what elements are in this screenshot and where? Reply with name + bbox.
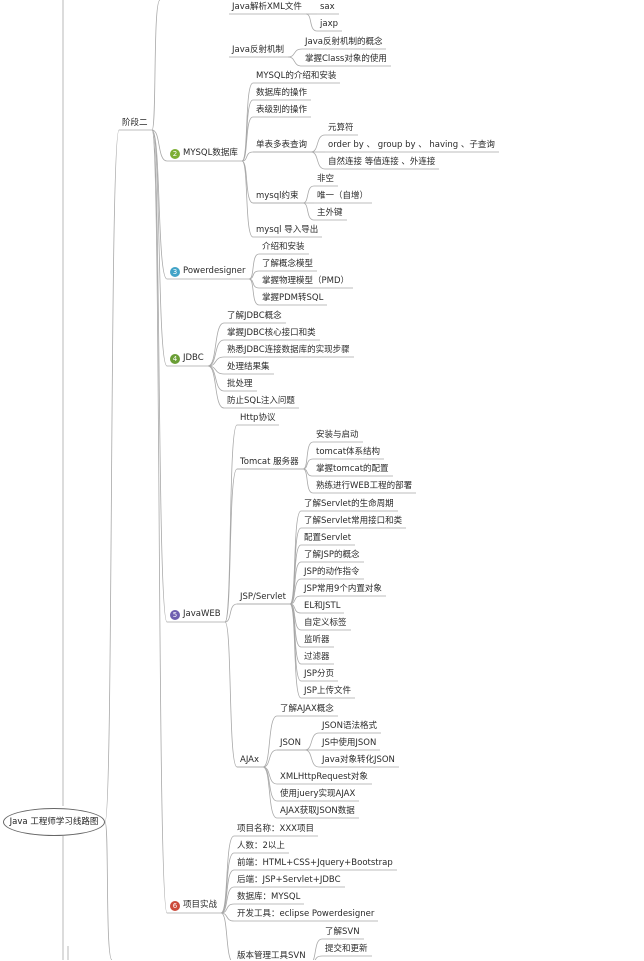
node-ajax-jquery: 使用juery实现AJAX xyxy=(280,789,356,799)
node-constraint-fk: 主外键 xyxy=(317,208,343,218)
root-node: Java 工程师学习线路图 xyxy=(3,808,105,836)
node-svn-0: 了解SVN xyxy=(325,927,360,937)
node-mysql-db: 数据库的操作 xyxy=(256,88,308,98)
node-mysql-import: mysql 导入导出 xyxy=(256,225,319,235)
node-json-2: Java对象转化JSON xyxy=(322,755,395,765)
node-jsp: JSP/Servlet xyxy=(240,592,286,602)
node-sax: sax xyxy=(320,2,335,12)
node-tomcat-0: 安装与启动 xyxy=(316,430,359,440)
node-ajax: AJAx xyxy=(240,755,260,765)
node-project-1: 人数：2以上 xyxy=(237,841,285,851)
node-pd-sql: 掌握PDM转SQL xyxy=(262,293,324,303)
node-project-3: 后端：JSP+Servlet+JDBC xyxy=(237,875,341,885)
node-jsp-10: JSP分页 xyxy=(304,669,335,679)
node-jdbc-0: 了解JDBC概念 xyxy=(227,311,282,321)
node-ajax-concept: 了解AJAX概念 xyxy=(280,704,334,714)
node-svn-1: 提交和更新 xyxy=(325,944,368,954)
number-badge: 2 xyxy=(170,149,180,159)
node-tomcat-1: tomcat体系结构 xyxy=(316,447,381,457)
node-jsp-4: JSP的动作指令 xyxy=(304,567,360,577)
node-query-join: 自然连接 等值连接 、外连接 xyxy=(328,157,436,167)
node-json-0: JSON语法格式 xyxy=(322,721,377,731)
node-jsp-7: 自定义标签 xyxy=(304,618,347,628)
node-json-1: JS中使用JSON xyxy=(322,738,377,748)
node-reflect: Java反射机制 xyxy=(232,45,284,55)
node-mysql-intro: MYSQL的介绍和安装 xyxy=(256,71,337,81)
category-javaweb-label: JavaWEB xyxy=(183,609,221,619)
category-mysql-label: MYSQL数据库 xyxy=(183,148,238,158)
node-jsp-2: 配置Servlet xyxy=(304,533,352,543)
category-jdbc-label: JDBC xyxy=(183,353,204,363)
node-jdbc-1: 掌握JDBC核心接口和类 xyxy=(227,328,316,338)
node-tomcat-2: 掌握tomcat的配置 xyxy=(316,464,389,474)
category-project-label: 项目实战 xyxy=(183,900,218,910)
stage-label: 阶段二 xyxy=(122,118,148,128)
node-project-5: 开发工具：eclipse Powerdesigner xyxy=(237,909,375,919)
node-query-order: order by 、 group by 、 having 、子查询 xyxy=(328,140,495,150)
number-badge: 4 xyxy=(170,354,180,364)
node-svn: 版本管理工具SVN xyxy=(237,951,306,961)
node-jdbc-4: 批处理 xyxy=(227,379,253,389)
node-mysql-table: 表级别的操作 xyxy=(256,105,308,115)
number-badge: 3 xyxy=(170,267,180,277)
node-query-op: 元算符 xyxy=(328,123,354,133)
node-http: Http协议 xyxy=(240,413,276,423)
node-tomcat: Tomcat 服务器 xyxy=(240,457,299,467)
node-pd-intro: 介绍和安装 xyxy=(262,242,305,252)
node-reflect-concept: Java反射机制的概念 xyxy=(305,37,383,47)
number-badge: 5 xyxy=(170,610,180,620)
node-mysql-constraint: mysql约束 xyxy=(256,191,299,201)
node-json: JSON xyxy=(280,738,301,748)
node-jsp-5: JSP常用9个内置对象 xyxy=(304,584,382,594)
node-ajax-xhr: XMLHttpRequest对象 xyxy=(280,772,368,782)
node-jsp-0: 了解Servlet的生命周期 xyxy=(304,499,394,509)
node-pd-physical: 掌握物理模型（PMD） xyxy=(262,276,350,286)
node-jsp-3: 了解JSP的概念 xyxy=(304,550,360,560)
number-badge: 6 xyxy=(170,901,180,911)
node-project-2: 前端：HTML+CSS+Jquery+Bootstrap xyxy=(237,858,393,868)
node-jsp-9: 过滤器 xyxy=(304,652,330,662)
node-reflect-class: 掌握Class对象的使用 xyxy=(305,54,387,64)
node-jdbc-2: 熟悉JDBC连接数据库的实现步骤 xyxy=(227,345,350,355)
node-constraint-notnull: 非空 xyxy=(317,174,335,184)
node-jdbc-3: 处理结果集 xyxy=(227,362,270,372)
category-powerdesigner-label: Powerdesigner xyxy=(183,266,246,276)
node-project-0: 项目名称：XXX项目 xyxy=(237,824,314,834)
node-jdbc-5: 防止SQL注入问题 xyxy=(227,396,295,406)
node-ajax-json: AJAX获取JSON数据 xyxy=(280,806,355,816)
node-pd-concept: 了解概念模型 xyxy=(262,259,314,269)
node-jsp-6: EL和JSTL xyxy=(304,601,341,611)
node-jsp-1: 了解Servlet常用接口和类 xyxy=(304,516,403,526)
node-mysql-query: 单表多表查询 xyxy=(256,140,308,150)
node-tomcat-3: 熟练进行WEB工程的部署 xyxy=(316,481,413,491)
node-jsp-8: 监听器 xyxy=(304,635,330,645)
node-jaxp: jaxp xyxy=(320,19,338,29)
node-jsp-11: JSP上传文件 xyxy=(304,686,352,696)
node-xml: Java解析XML文件 xyxy=(232,2,302,12)
node-constraint-unique: 唯一（自增） xyxy=(317,191,369,201)
node-project-4: 数据库：MYSQL xyxy=(237,892,301,902)
